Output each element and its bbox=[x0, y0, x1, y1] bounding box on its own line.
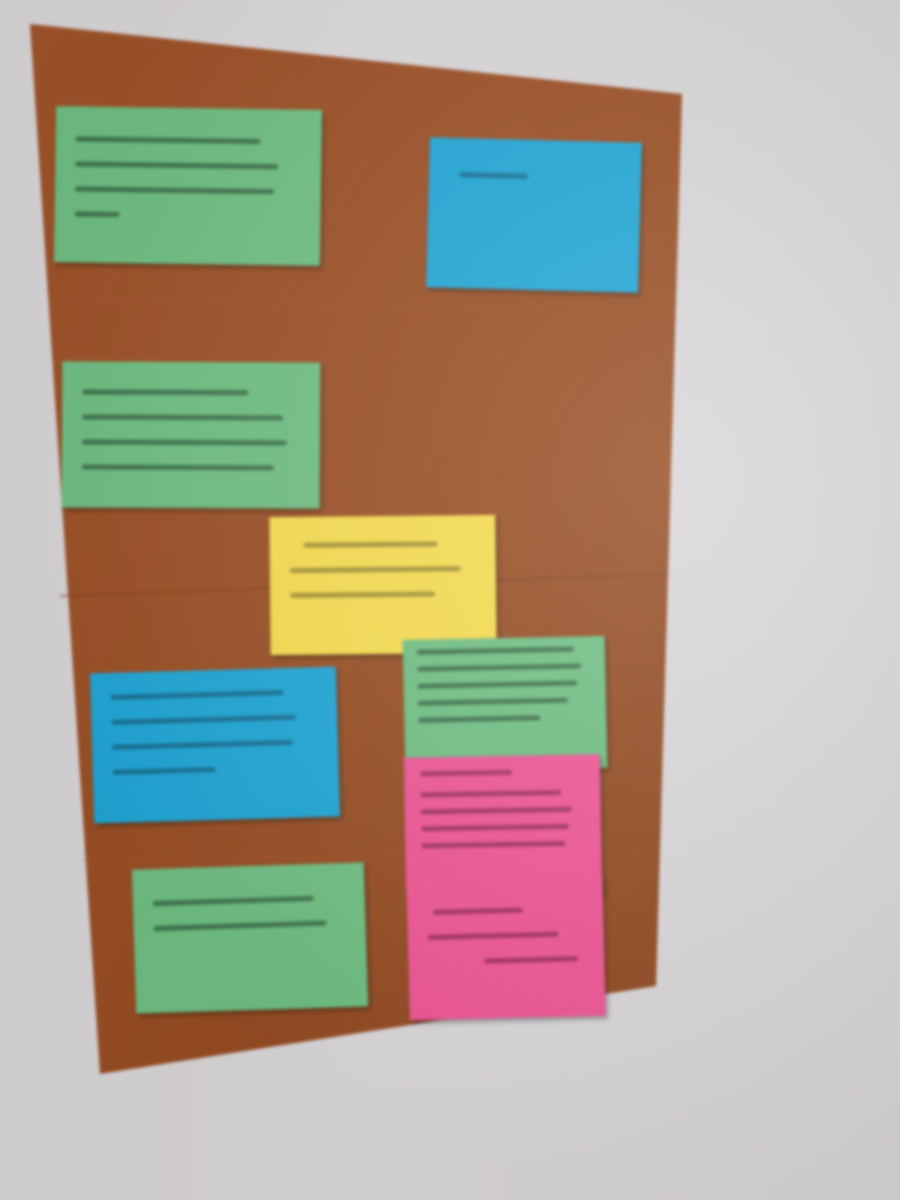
note-card-blue-bottom-left bbox=[89, 666, 341, 824]
note-card-pink-lower bbox=[406, 875, 606, 1021]
note-card-yellow-center bbox=[269, 514, 497, 656]
note-card-green-top-left bbox=[53, 106, 323, 266]
note-card-green-bottom-left bbox=[131, 862, 369, 1014]
note-card-blue-top-right bbox=[426, 137, 642, 293]
note-card-green-middle-left bbox=[61, 361, 321, 509]
note-card-green-middle-right bbox=[402, 635, 608, 773]
